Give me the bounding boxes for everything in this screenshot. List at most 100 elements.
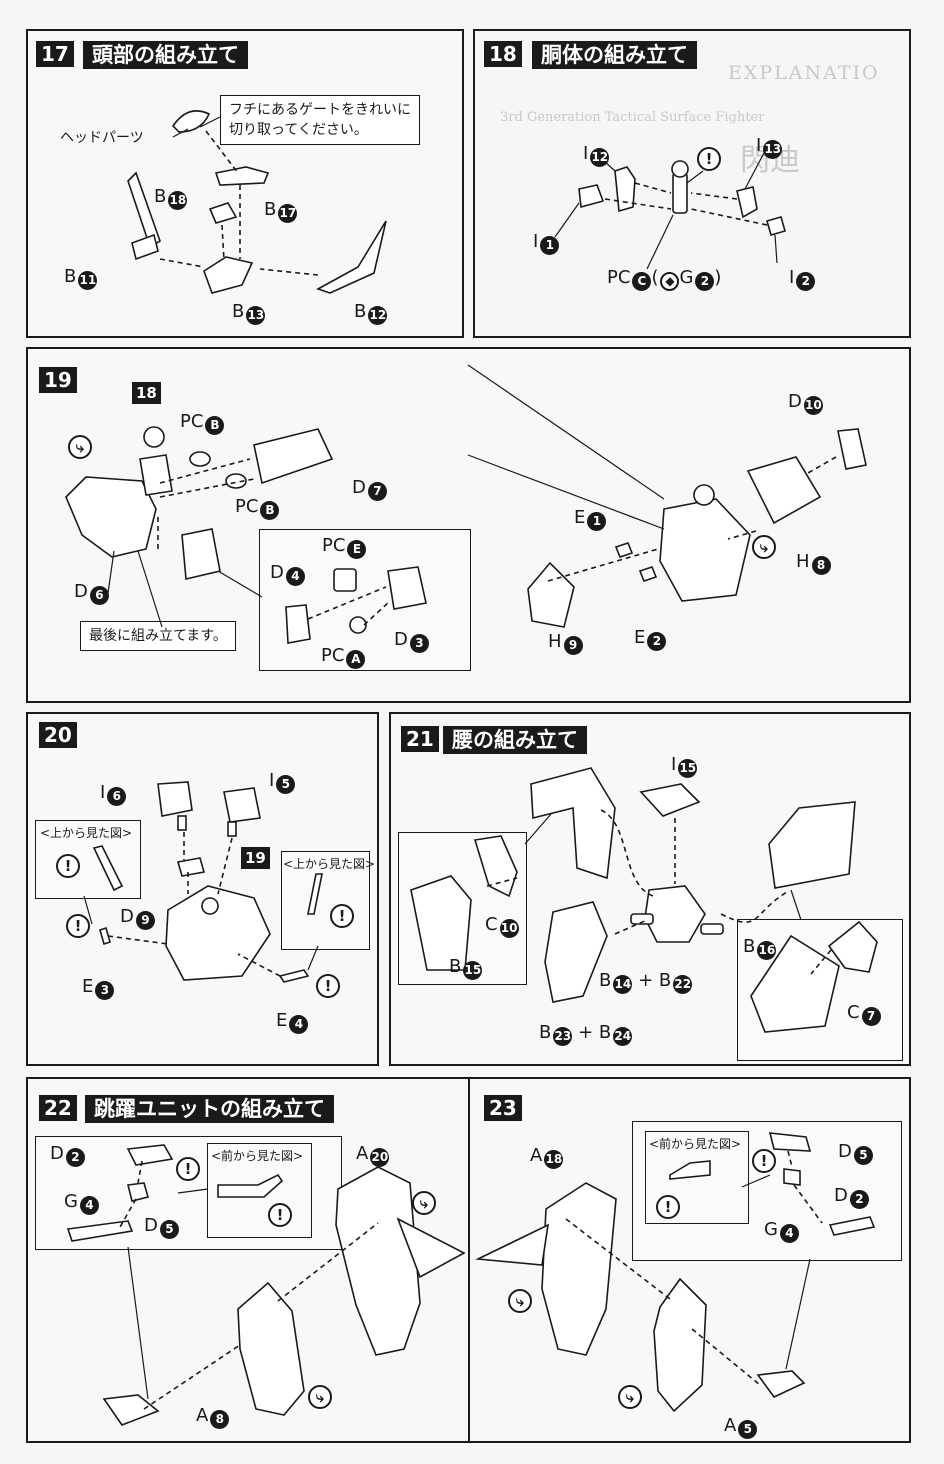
assemble-last-note: 最後に組み立てます。 [80, 621, 236, 651]
rotate-icon: ⤷ [308, 1385, 332, 1409]
step-17-panel: 17 頭部の組み立て フチにあるゲートをきれいに 切り取ってください。 ヘッドパ… [26, 29, 464, 338]
step-number: 21 [401, 726, 439, 752]
step-21-drawing [410, 767, 878, 1033]
caution-icon: ! [176, 1157, 200, 1181]
step-ref-badge: 18 [132, 382, 161, 404]
step-17-drawing [127, 110, 387, 294]
rotate-icon: ⤷ [752, 535, 776, 559]
step-19-drawing [65, 364, 867, 644]
caution-icon: ! [268, 1203, 292, 1227]
rotate-icon: ⤷ [412, 1191, 436, 1215]
caution-icon: ! [66, 914, 90, 938]
step-number: 20 [39, 722, 77, 748]
bleed-through-subtitle: 3rd Generation Tactical Surface Fighter [500, 110, 765, 125]
step-title: 跳躍ユニットの組み立て [85, 1095, 334, 1123]
bleed-through-heading: EXPLANATIO [728, 62, 880, 84]
step-number: 22 [39, 1095, 77, 1121]
rotate-icon: ⤷ [508, 1289, 532, 1313]
step-number: 23 [484, 1095, 522, 1121]
front-view-box [645, 1131, 749, 1224]
step-22-drawing [66, 1144, 466, 1426]
caution-icon: ! [656, 1195, 680, 1219]
top-view-label: <上から見た図> [40, 826, 133, 840]
step-title: 腰の組み立て [443, 726, 587, 754]
front-view-label: <前から見た図> [211, 1149, 304, 1163]
step-23-drawing [475, 1132, 876, 1413]
caution-icon: ! [752, 1149, 776, 1173]
head-parts-label: ヘッドパーツ [60, 130, 144, 146]
caution-icon: ! [697, 147, 721, 171]
gate-trimming-note: フチにあるゲートをきれいに 切り取ってください。 [220, 95, 420, 145]
step-number: 17 [36, 41, 74, 67]
caution-icon: ! [316, 974, 340, 998]
caution-icon: ! [56, 854, 80, 878]
alternate-part-icon: ◆ [660, 272, 680, 291]
top-view-label: <上から見た図> [283, 857, 376, 871]
step-number: 18 [484, 41, 522, 67]
step-20-drawing [83, 781, 323, 983]
step-title: 胴体の組み立て [532, 41, 697, 69]
step-19-panel: 19 18 最後に組み立てます。 [26, 347, 911, 703]
caution-icon: ! [330, 904, 354, 928]
step-number: 19 [39, 367, 77, 393]
rotate-icon: ⤷ [68, 435, 92, 459]
top-view-box [281, 851, 370, 950]
front-view-label: <前から見た図> [649, 1137, 742, 1151]
top-view-box [35, 820, 141, 899]
rotate-icon: ⤷ [618, 1385, 642, 1409]
step-18-drawing [554, 150, 786, 270]
step-ref-badge: 19 [241, 847, 270, 869]
step-title: 頭部の組み立て [83, 41, 248, 69]
